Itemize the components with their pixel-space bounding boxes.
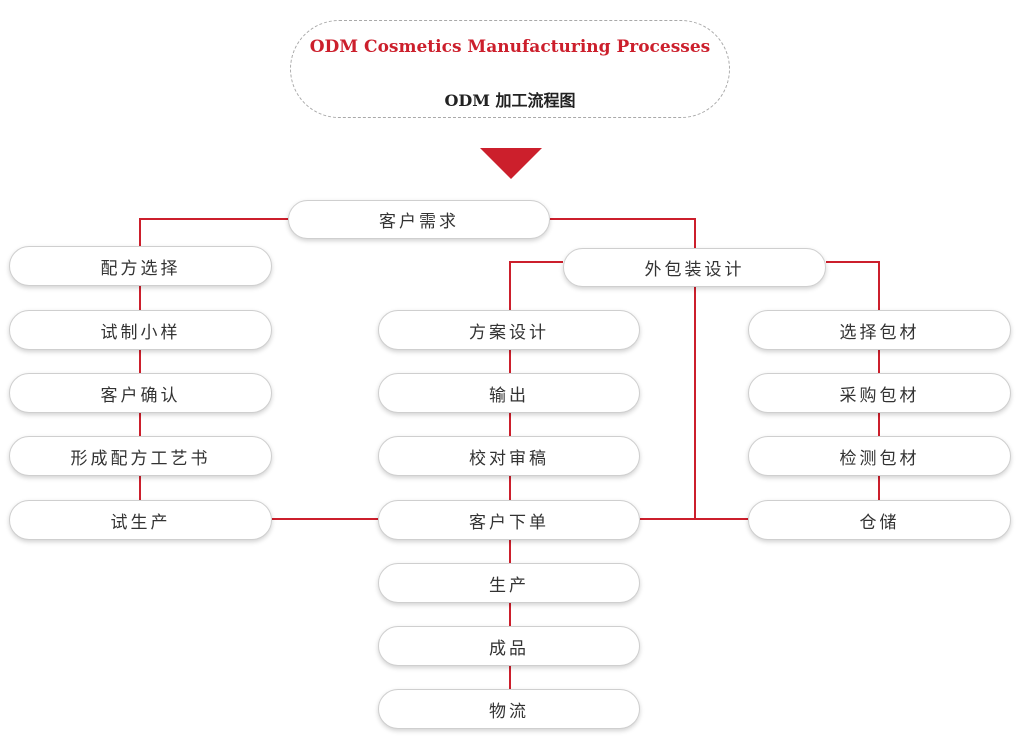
node-inspect-packaging: 检测包材 xyxy=(748,436,1011,476)
node-select-packaging: 选择包材 xyxy=(748,310,1011,350)
node-customer-confirm: 客户确认 xyxy=(9,373,272,413)
node-design-plan: 方案设计 xyxy=(378,310,640,350)
node-packaging-design: 外包装设计 xyxy=(563,248,826,287)
node-formula-process-book: 形成配方工艺书 xyxy=(9,436,272,476)
down-arrow-icon xyxy=(480,148,542,179)
node-production: 生产 xyxy=(378,563,640,603)
node-trial-sample: 试制小样 xyxy=(9,310,272,350)
connector-packaging-to-plan xyxy=(509,261,563,310)
node-output: 输出 xyxy=(378,373,640,413)
node-logistics: 物流 xyxy=(378,689,640,729)
node-customer-order: 客户下单 xyxy=(378,500,640,540)
node-storage: 仓储 xyxy=(748,500,1011,540)
title-english: ODM Cosmetics Manufacturing Processes xyxy=(309,37,711,57)
node-proof-review: 校对审稿 xyxy=(378,436,640,476)
title-frame xyxy=(290,20,730,118)
node-finished-product: 成品 xyxy=(378,626,640,666)
node-trial-production: 试生产 xyxy=(9,500,272,540)
connector-demand-to-formula xyxy=(139,218,288,246)
connector-packaging-to-select xyxy=(826,261,880,310)
node-customer-demand: 客户需求 xyxy=(288,200,550,239)
connector-demand-to-packaging xyxy=(550,218,696,248)
title-chinese: ODM 加工流程图 xyxy=(444,91,576,110)
node-purchase-packaging: 采购包材 xyxy=(748,373,1011,413)
node-formula-selection: 配方选择 xyxy=(9,246,272,286)
